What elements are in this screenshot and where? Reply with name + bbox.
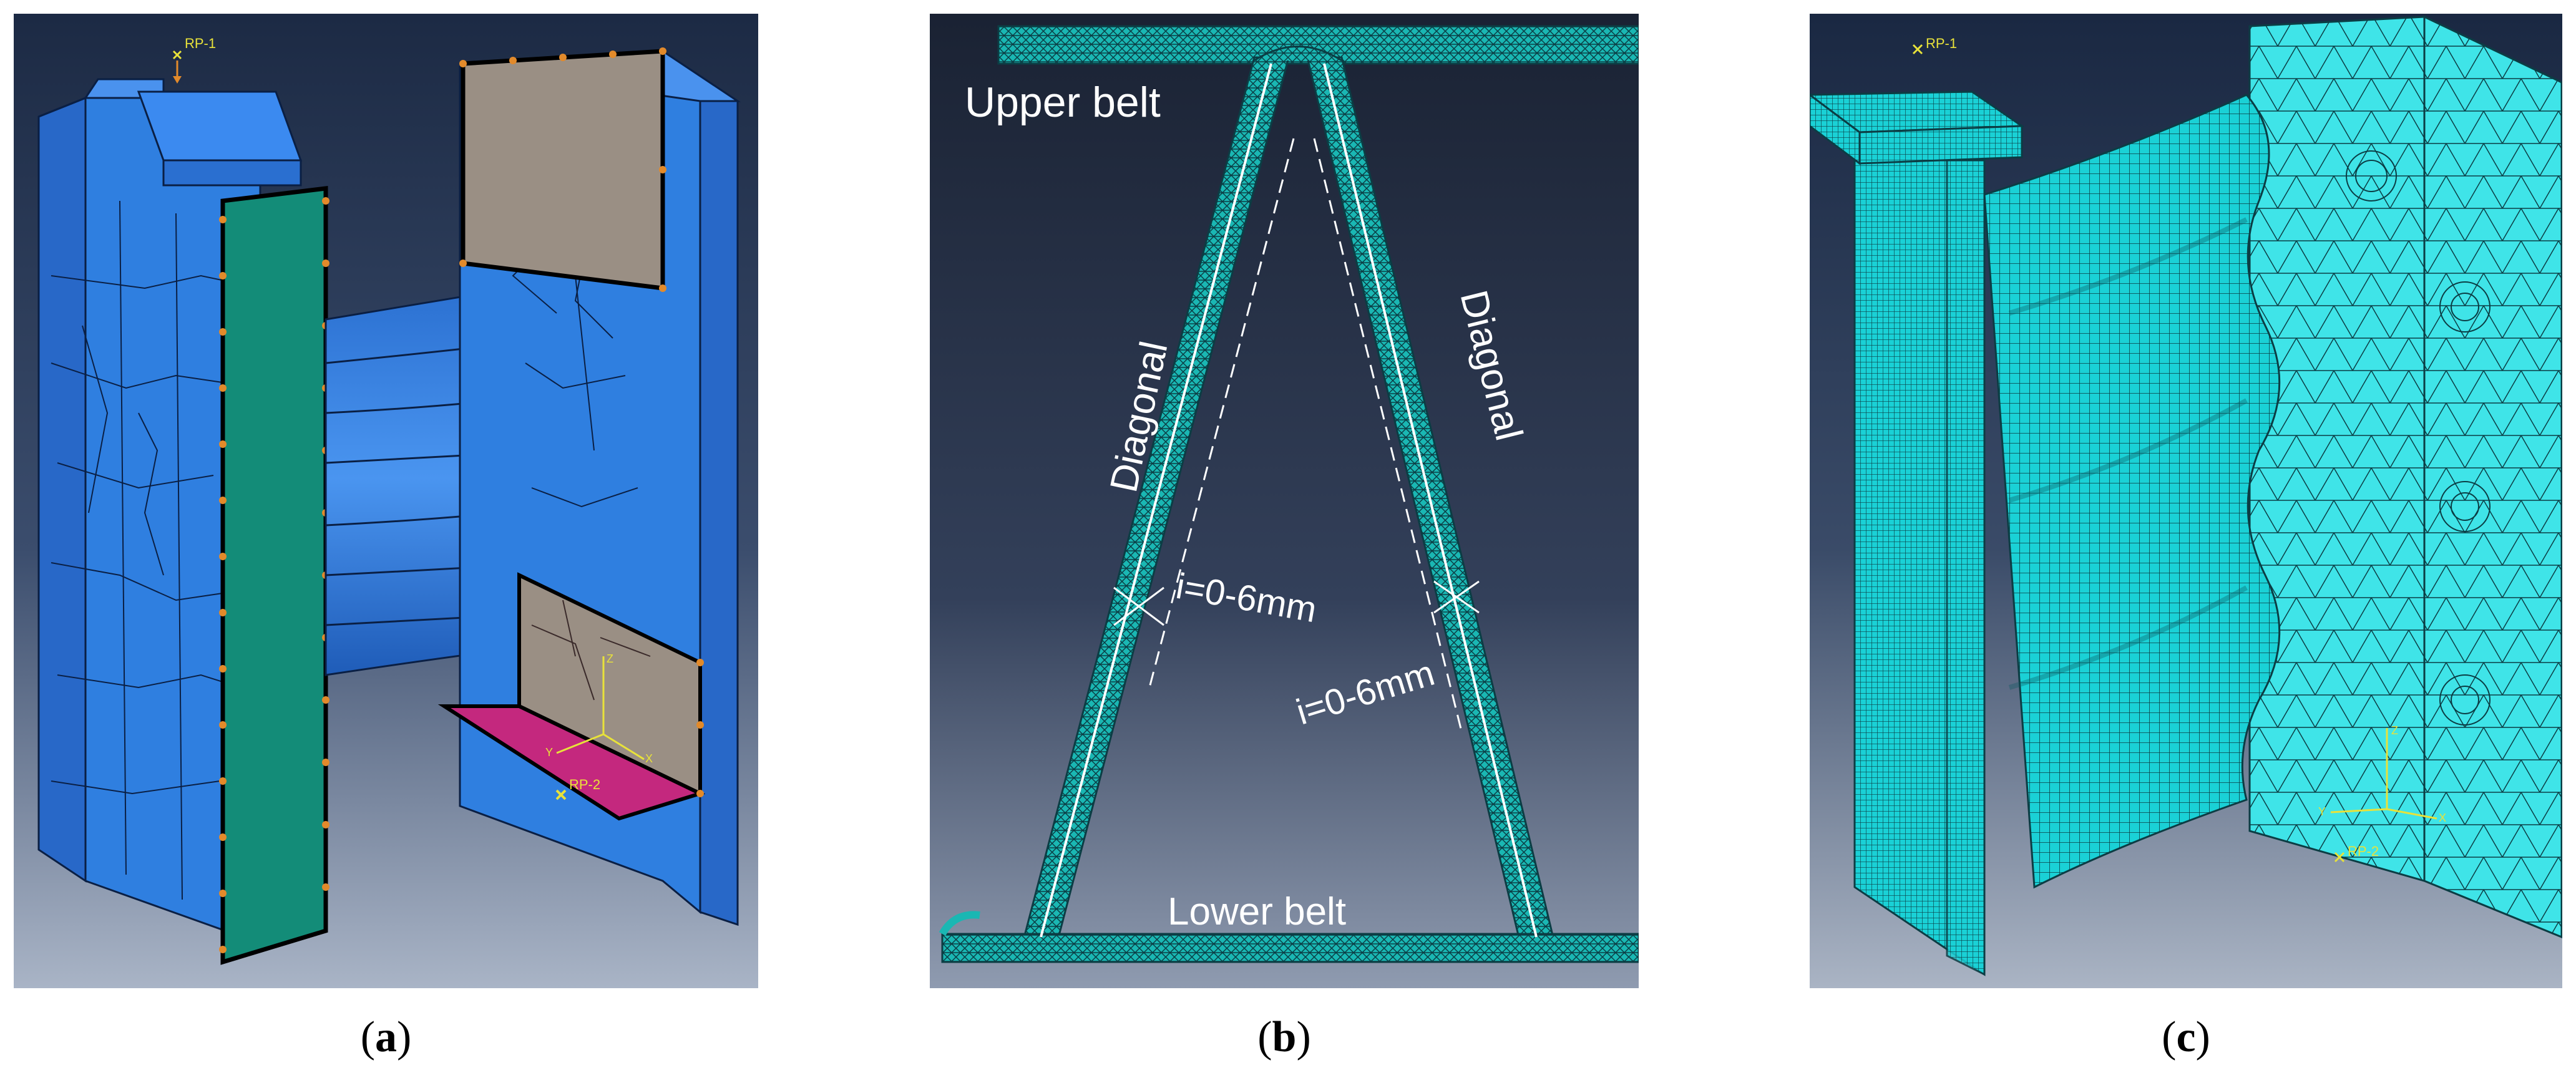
rp2-label: RP-2 — [2348, 843, 2379, 859]
diagonal-right-centerline — [1323, 63, 1538, 938]
panel-a-canvas: RP-1 RP-2 Z X Y — [14, 14, 758, 988]
panel-b-canvas: Upper belt Lower belt Diagonal Diagonal … — [930, 14, 1639, 988]
upper-belt-label: Upper belt — [965, 79, 1161, 126]
rp1-reference-point — [172, 50, 182, 84]
axis-x-label: X — [645, 752, 653, 765]
lower-belt-label: Lower belt — [1168, 890, 1346, 933]
panel-c-meshed-model: RP-1 RP-2 Z X Y — [1810, 14, 2562, 988]
panel-b-truss-detail: Upper belt Lower belt Diagonal Diagonal … — [930, 14, 1639, 988]
lower-surface-partitions — [531, 600, 651, 701]
diagonal-right-dashed-offset — [1313, 138, 1463, 732]
apex-joint-mesh — [1254, 46, 1342, 62]
rp2-reference-point — [555, 789, 567, 800]
rp2-label: RP-2 — [569, 777, 600, 792]
end-plate-green — [220, 186, 328, 965]
caption-c: (c) — [2162, 1013, 2210, 1061]
right-column-tet-mesh — [2248, 15, 2562, 939]
diagonal-left-dashed-offset — [1148, 138, 1295, 688]
rp1-reference-point — [1912, 44, 1923, 55]
upper-surface-tan — [461, 49, 665, 291]
triad-axes — [556, 656, 645, 760]
caption-b: (b) — [1257, 1013, 1311, 1061]
panel-c-canvas: RP-1 RP-2 Z X Y — [1810, 14, 2562, 988]
viewport-background — [930, 14, 1639, 988]
rp1-label: RP-1 — [1926, 36, 1957, 51]
axis-z-label: Z — [2391, 724, 2398, 737]
lower-belt-mesh — [941, 933, 1639, 963]
axis-x-label: X — [2439, 812, 2446, 824]
corrugated-web-mesh — [1983, 94, 2281, 889]
diagonal-left-centerline — [1040, 63, 1272, 938]
web-shading — [2008, 217, 2248, 690]
top-cap-mesh — [1810, 90, 2025, 165]
constraint-markers-right — [459, 47, 704, 797]
lower-belt-end-hook — [939, 911, 980, 936]
bolt-hole-meshes — [2346, 150, 2491, 726]
panel-a-assembly-view: RP-1 RP-2 Z X Y — [14, 14, 758, 988]
axis-y-label: Y — [2318, 805, 2326, 818]
caption-a: (a) — [360, 1013, 412, 1061]
gap-marker-right — [1433, 580, 1480, 614]
rp2-reference-point — [2334, 852, 2345, 863]
gap-marker-left — [1113, 586, 1164, 626]
axis-y-label: Y — [545, 746, 553, 759]
rp1-label: RP-1 — [185, 36, 216, 51]
left-plate-mesh — [1853, 159, 1986, 976]
axis-z-label: Z — [607, 653, 613, 665]
triad-axes — [2330, 728, 2437, 820]
